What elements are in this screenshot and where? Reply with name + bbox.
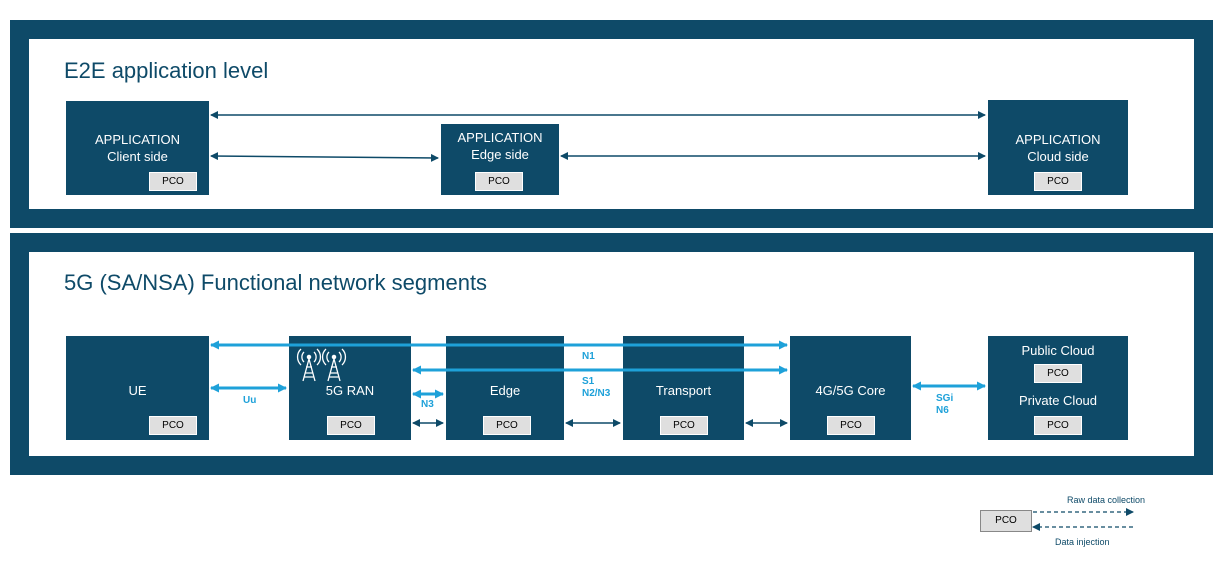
pco-app-cloud[interactable]: PCO — [1034, 172, 1082, 191]
cloud-box[interactable]: Public Cloud PCO Private Cloud PCO — [988, 336, 1128, 440]
label-n1: N1 — [582, 351, 595, 362]
pco-app-client[interactable]: PCO — [149, 172, 197, 191]
edge-label: Edge — [489, 383, 521, 398]
pco-transport[interactable]: PCO — [660, 416, 708, 435]
arrow-client-edge — [210, 152, 439, 162]
app-cloud-line1: APPLICATION — [1015, 132, 1101, 147]
pco-ue[interactable]: PCO — [149, 416, 197, 435]
app-cloud-box[interactable]: APPLICATION Cloud side PCO — [988, 100, 1128, 195]
e2e-title: E2E application level — [64, 58, 269, 83]
app-cloud-line2: Cloud side — [1027, 149, 1089, 164]
legend-raw-label: Raw data collection — [1067, 495, 1145, 505]
ue-box[interactable]: UE PCO — [66, 336, 209, 440]
app-edge-line1: APPLICATION — [457, 130, 543, 145]
label-n6: N6 — [936, 405, 949, 416]
pco-core[interactable]: PCO — [827, 416, 875, 435]
app-client-box[interactable]: APPLICATION Client side PCO — [66, 101, 209, 195]
app-client-line2: Client side — [107, 149, 168, 164]
app-edge-line2: Edge side — [471, 147, 529, 162]
app-client-line1: APPLICATION — [94, 132, 180, 147]
core-label: 4G/5G Core — [815, 383, 886, 398]
label-uu: Uu — [243, 395, 256, 406]
network-title: 5G (SA/NSA) Functional network segments — [64, 270, 488, 295]
label-s1: S1 — [582, 376, 595, 387]
pco-public-cloud[interactable]: PCO — [1034, 364, 1082, 383]
antenna-tower-icon — [296, 348, 347, 382]
public-cloud-label: Public Cloud — [1021, 343, 1095, 358]
pco-private-cloud[interactable]: PCO — [1034, 416, 1082, 435]
edge-box[interactable]: Edge PCO — [446, 336, 564, 440]
transport-box[interactable]: Transport PCO — [623, 336, 744, 440]
pco-edge[interactable]: PCO — [483, 416, 531, 435]
label-n2n3: N2/N3 — [582, 388, 611, 399]
legend-pco: PCO — [980, 510, 1032, 532]
transport-label: Transport — [655, 383, 712, 398]
ue-label: UE — [128, 383, 147, 398]
pco-app-edge[interactable]: PCO — [475, 172, 523, 191]
app-edge-box[interactable]: APPLICATION Edge side PCO — [441, 124, 559, 195]
label-n3: N3 — [421, 399, 434, 410]
legend-injection-label: Data injection — [1055, 537, 1110, 547]
pco-ran[interactable]: PCO — [327, 416, 375, 435]
ran-box[interactable]: 5G RAN PCO — [289, 336, 411, 440]
ran-label: 5G RAN — [325, 383, 375, 398]
core-box[interactable]: 4G/5G Core PCO — [790, 336, 911, 440]
label-sgi: SGi — [936, 393, 953, 404]
private-cloud-label: Private Cloud — [1018, 393, 1098, 408]
